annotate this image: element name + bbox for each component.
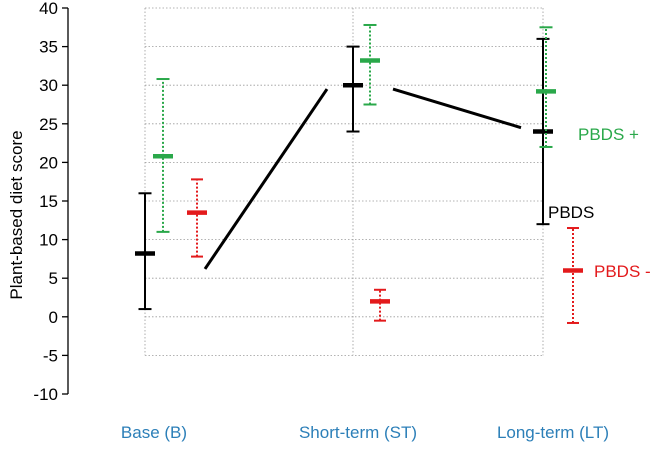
error-bar	[360, 23, 380, 106]
error-bar	[533, 37, 553, 226]
series-label: PBDS -	[594, 262, 651, 281]
y-tick-label: 35	[39, 38, 58, 57]
error-bar	[343, 45, 363, 133]
error-bar	[135, 192, 155, 311]
y-tick-labels: -10 -5 0 5 10 15 20 25 30 35 40	[33, 0, 58, 404]
error-bars	[135, 23, 583, 324]
trend-segment	[392, 87, 522, 130]
y-tick-label: 15	[39, 192, 58, 211]
y-axis-label: Plant-based diet score	[7, 130, 26, 299]
y-tick-label: -5	[43, 346, 58, 365]
trend-segment	[203, 88, 329, 270]
y-tick-label: 5	[49, 269, 58, 288]
series-label: PBDS	[548, 203, 594, 222]
category-labels: Base (B) Short-term (ST) Long-term (LT)	[121, 423, 609, 442]
error-bar	[187, 178, 207, 258]
error-bar	[370, 288, 390, 322]
series-label: PBDS +	[578, 125, 639, 144]
grid	[144, 7, 544, 356]
y-tick-label: 0	[49, 308, 58, 327]
y-tick-label: 20	[39, 153, 58, 172]
trend-lines	[203, 87, 522, 270]
error-bar	[153, 78, 173, 233]
category-label: Short-term (ST)	[299, 423, 417, 442]
series-labels: PBDS PBDS + PBDS -	[548, 125, 651, 281]
error-bar	[536, 26, 556, 148]
category-label: Long-term (LT)	[497, 423, 609, 442]
category-label: Base (B)	[121, 423, 187, 442]
y-tick-label: 25	[39, 115, 58, 134]
axes	[62, 7, 69, 395]
y-tick-label: -10	[33, 385, 58, 404]
y-tick-label: 40	[39, 0, 58, 18]
error-bar	[563, 227, 583, 324]
y-tick-label: 10	[39, 231, 58, 250]
y-tick-label: 30	[39, 76, 58, 95]
